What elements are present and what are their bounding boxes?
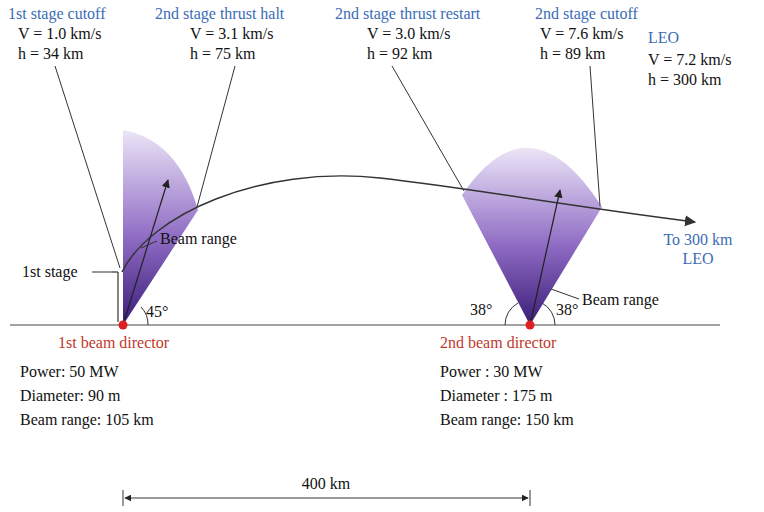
- leader-line: [92, 272, 112, 273]
- director-spec: Power: 50 MW: [20, 362, 119, 381]
- angle-arc: [505, 303, 518, 325]
- beam-range-arrow: [530, 190, 560, 325]
- altitude-value: h = 34 km: [18, 44, 83, 63]
- beam-cone: [462, 148, 602, 325]
- velocity-value: V = 3.1 km/s: [190, 24, 273, 43]
- leader-line: [55, 66, 120, 268]
- beam-director-dot: [526, 321, 535, 330]
- dimension-tick: [123, 490, 124, 506]
- distance-label: 400 km: [302, 474, 350, 493]
- director-spec: Power : 30 MW: [440, 362, 543, 381]
- velocity-value: V = 3.0 km/s: [367, 24, 450, 43]
- altitude-value: h = 75 km: [190, 44, 255, 63]
- angle-arc: [542, 303, 555, 325]
- dimension-tick: [530, 490, 531, 506]
- leader-line: [141, 241, 157, 248]
- director-spec: Beam range: 150 km: [440, 410, 574, 429]
- leader-line: [551, 289, 579, 299]
- leader-line: [392, 66, 464, 191]
- stage-bracket: [112, 271, 118, 272]
- event-title: 1st stage cutoff: [8, 4, 105, 23]
- leader-line: [590, 66, 600, 206]
- director-title: 1st beam director: [58, 333, 169, 352]
- altitude-value: h = 300 km: [648, 70, 721, 89]
- angle-label: 38°: [470, 300, 492, 319]
- velocity-value: V = 1.0 km/s: [18, 24, 101, 43]
- altitude-value: h = 92 km: [367, 44, 432, 63]
- beam-range-label: Beam range: [582, 290, 659, 309]
- altitude-value: h = 89 km: [540, 44, 605, 63]
- leader-line: [197, 66, 235, 207]
- trajectory: [122, 176, 695, 272]
- director-spec: Beam range: 105 km: [20, 410, 154, 429]
- angle-label: 45°: [146, 302, 168, 321]
- orbit-note: To 300 km LEO: [652, 230, 744, 268]
- beam-cone: [123, 130, 198, 325]
- director-spec: Diameter : 175 m: [440, 386, 552, 405]
- director-spec: Diameter: 90 m: [20, 386, 120, 405]
- stage-bracket: [117, 272, 118, 322]
- velocity-value: V = 7.6 km/s: [540, 24, 623, 43]
- stage-label: 1st stage: [22, 262, 78, 281]
- angle-label: 38°: [556, 300, 578, 319]
- director-title: 2nd beam director: [440, 333, 556, 352]
- velocity-value: V = 7.2 km/s: [648, 50, 731, 69]
- ground-line: [10, 324, 720, 325]
- dimension-line: [125, 498, 528, 499]
- beam-director-dot: [119, 321, 128, 330]
- event-title: 2nd stage cutoff: [535, 4, 638, 23]
- event-title: 2nd stage thrust restart: [335, 4, 480, 23]
- event-title: 2nd stage thrust halt: [155, 4, 284, 23]
- beam-range-label: Beam range: [160, 229, 237, 248]
- orbit-title: LEO: [648, 28, 679, 47]
- beam-range-arrow: [123, 180, 168, 325]
